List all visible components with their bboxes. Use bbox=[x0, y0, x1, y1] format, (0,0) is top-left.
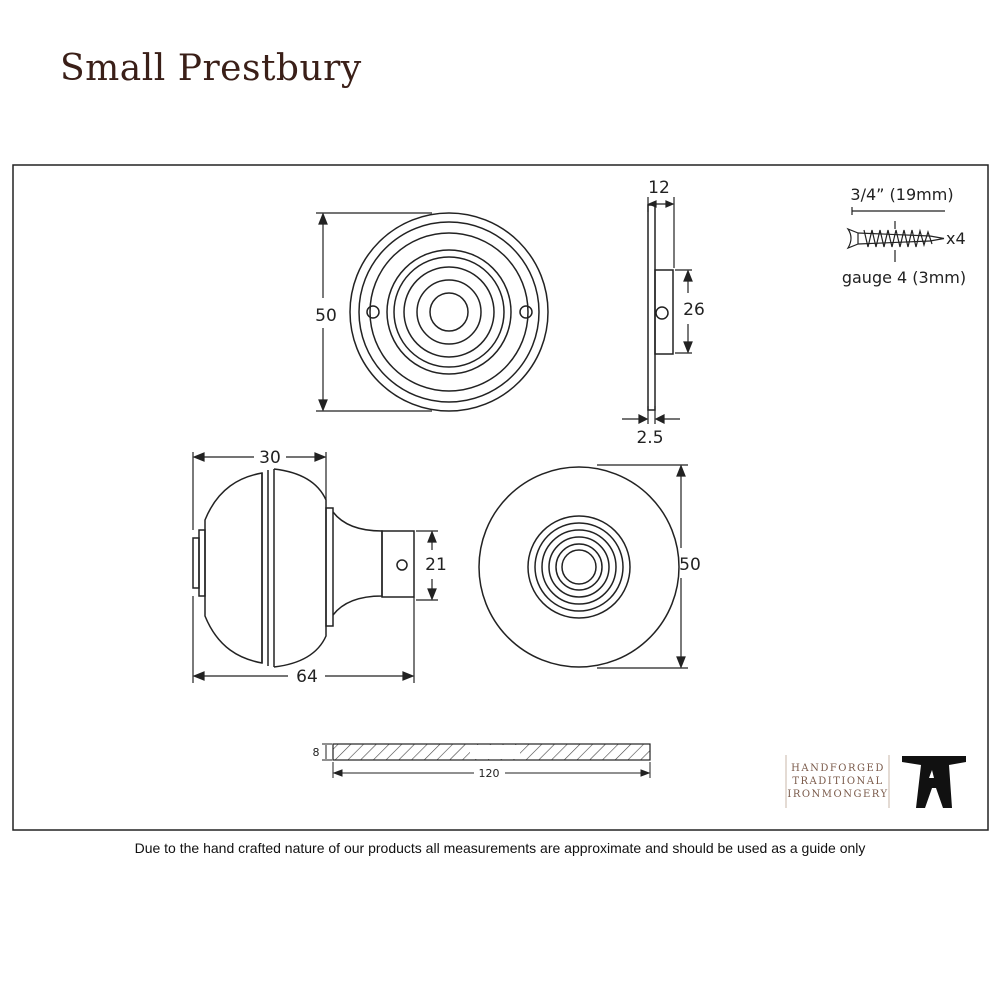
knob-back-height-label: 50 bbox=[679, 555, 701, 575]
anvil-a-logo-icon bbox=[902, 756, 966, 808]
knob-length-label: 64 bbox=[296, 667, 318, 687]
spindle-view bbox=[332, 743, 651, 761]
spindle-size-dimension bbox=[322, 743, 332, 761]
rose-front-height-dimension bbox=[316, 212, 432, 412]
rose-side-boss-dimension bbox=[675, 269, 693, 354]
spindle-size-label: 8 bbox=[313, 746, 320, 759]
screw-quantity-label: x4 bbox=[946, 229, 966, 248]
knob-back-height-dimension bbox=[597, 464, 688, 669]
knob-diameter-dimension bbox=[192, 452, 327, 530]
rose-side-plate-dimension bbox=[622, 406, 680, 424]
rose-side-boss-label: 26 bbox=[683, 300, 705, 320]
brand-mark: HANDFORGED TRADITIONAL IRONMONGERY bbox=[785, 755, 966, 808]
screw-gauge-label: gauge 4 (3mm) bbox=[842, 268, 966, 287]
rose-side-depth-dimension bbox=[647, 197, 675, 268]
knob-back-view bbox=[478, 466, 680, 668]
screw-length-label: 3/4” (19mm) bbox=[850, 185, 953, 204]
rose-side-view bbox=[647, 204, 674, 411]
knob-neck-dimension bbox=[416, 530, 438, 601]
knob-diameter-label: 30 bbox=[259, 448, 281, 468]
drawing-frame bbox=[12, 164, 989, 831]
knob-neck-label: 21 bbox=[425, 555, 447, 575]
knob-side-view bbox=[192, 468, 415, 668]
rose-side-plate-label: 2.5 bbox=[636, 428, 663, 448]
brand-line-1: HANDFORGED bbox=[791, 763, 885, 774]
knob-length-dimension bbox=[192, 596, 415, 683]
rose-front-height-label: 50 bbox=[315, 306, 337, 326]
spindle-length-label: 120 bbox=[479, 767, 500, 780]
brand-line-3: IRONMONGERY bbox=[787, 789, 888, 800]
rose-front-view bbox=[349, 212, 549, 412]
disclaimer-text: Due to the hand crafted nature of our pr… bbox=[134, 840, 866, 856]
brand-line-2: TRADITIONAL bbox=[792, 776, 883, 787]
screw-detail bbox=[846, 207, 945, 262]
page-title: Small Prestbury bbox=[60, 48, 362, 89]
spindle-length-dimension bbox=[332, 762, 651, 778]
rose-side-depth-label: 12 bbox=[648, 178, 670, 198]
